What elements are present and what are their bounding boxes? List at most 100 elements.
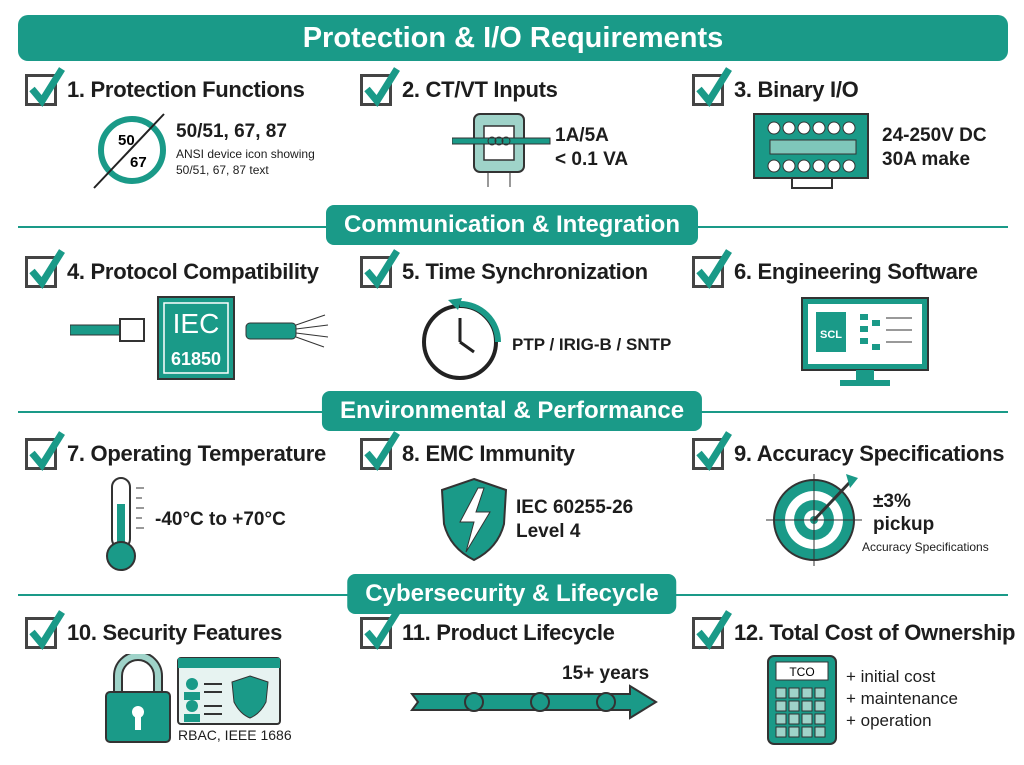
calculator-key — [788, 726, 800, 738]
item-heading: 2. CT/VT Inputs — [360, 67, 558, 107]
screen-label: SCL — [820, 329, 842, 341]
heading-label: 7. Operating Temperature — [67, 441, 326, 466]
section-environmental: Environmental & Performance — [321, 391, 703, 431]
screw-terminal — [797, 121, 811, 135]
padlock-icon — [105, 654, 281, 743]
badge-bottom: 67 — [130, 154, 147, 171]
cost-item: + operation — [846, 711, 932, 730]
sync-protocols: PTP / IRIG-B / SNTP — [512, 335, 672, 354]
screw-terminal — [767, 121, 781, 135]
emc-level: Level 4 — [516, 521, 581, 542]
checkbox-checked-icon — [360, 610, 400, 650]
item-heading: 9. Accuracy Specifications — [692, 431, 1005, 471]
heading-label: 3. Binary I/O — [734, 77, 859, 102]
screw-terminal — [827, 159, 841, 173]
current-transformer-icon — [452, 113, 551, 187]
calculator-key — [788, 713, 800, 725]
heading-label: 12. Total Cost of Ownership — [734, 620, 1016, 645]
binary-make: 30A make — [882, 149, 971, 170]
item-heading: 1. Protection Functions — [25, 67, 305, 107]
checkbox-checked-icon — [25, 67, 65, 107]
screw-terminal — [782, 121, 796, 135]
lightning-shield-icon — [440, 477, 508, 562]
iec-61850-icon: IEC 61850 — [70, 296, 329, 380]
protection-value: 50/51, 67, 87 — [176, 121, 287, 142]
page-title: Protection & I/O Requirements — [18, 15, 1008, 61]
note: 50/51, 67, 87 text — [176, 163, 269, 177]
heading-label: 10. Security Features — [67, 620, 283, 645]
screw-terminal — [812, 121, 826, 135]
checkbox-checked-icon — [692, 67, 732, 107]
ansi-device-icon: 50 67 — [93, 113, 166, 189]
emc-standard: IEC 60255-26 — [516, 497, 634, 518]
note: Accuracy Specifications — [862, 540, 989, 554]
thermometer-icon — [106, 477, 144, 571]
heading-label: 5. Time Synchronization — [402, 259, 648, 284]
ct-rating: 1A/5A — [555, 125, 609, 146]
checkbox-checked-icon — [360, 67, 400, 107]
item-heading: 12. Total Cost of Ownership — [692, 610, 1016, 650]
heading-label: 9. Accuracy Specifications — [734, 441, 1005, 466]
clock-sync-icon — [422, 298, 501, 380]
security-standards: RBAC, IEEE 1686 — [178, 727, 292, 743]
accuracy-value: ±3% — [873, 491, 911, 512]
target-icon — [766, 474, 862, 566]
calculator-key — [775, 700, 787, 712]
section-communication: Communication & Integration — [326, 205, 698, 245]
heading-label: 1. Protection Functions — [67, 77, 305, 102]
checkbox-checked-icon — [25, 610, 65, 650]
calculator-key — [801, 687, 813, 699]
monitor-scl-icon: SCL — [801, 297, 929, 386]
section-cybersecurity: Cybersecurity & Lifecycle — [347, 574, 677, 614]
calculator-key — [775, 726, 787, 738]
heading-label: 11. Product Lifecycle — [402, 620, 615, 645]
screw-terminal — [767, 159, 781, 173]
calculator-key — [814, 687, 826, 699]
item-heading: 10. Security Features — [25, 610, 283, 650]
item-heading: 11. Product Lifecycle — [360, 610, 615, 650]
checkbox-checked-icon — [25, 249, 65, 289]
calculator-key — [814, 700, 826, 712]
temperature-range: -40°C to +70°C — [155, 509, 286, 530]
screw-terminal — [797, 159, 811, 173]
item-heading: 4. Protocol Compatibility — [25, 249, 319, 289]
checkbox-checked-icon — [692, 249, 732, 289]
cost-item: + maintenance — [846, 689, 958, 708]
ct-burden: < 0.1 VA — [555, 149, 629, 170]
screw-terminal — [842, 159, 856, 173]
calculator-key — [788, 687, 800, 699]
calculator-key — [775, 687, 787, 699]
chip-bottom: 61850 — [171, 349, 221, 369]
calculator-key — [788, 700, 800, 712]
screw-terminal — [782, 159, 796, 173]
item-heading: 5. Time Synchronization — [360, 249, 648, 289]
checkbox-checked-icon — [692, 610, 732, 650]
chip-top: IEC — [173, 308, 220, 339]
checkbox-checked-icon — [360, 249, 400, 289]
terminal-block-icon — [753, 113, 869, 189]
calculator-key — [814, 713, 826, 725]
item-heading: 6. Engineering Software — [692, 249, 978, 289]
calculator-key — [814, 726, 826, 738]
calculator-icon: TCO — [767, 655, 837, 745]
timeline-arrow-icon — [410, 684, 658, 720]
lifecycle-years: 15+ years — [562, 663, 650, 684]
cost-item: + initial cost — [846, 667, 936, 686]
heading-label: 4. Protocol Compatibility — [67, 259, 319, 284]
calculator-key — [801, 700, 813, 712]
note: ANSI device icon showing — [176, 147, 315, 161]
binary-voltage: 24-250V DC — [882, 125, 987, 146]
item-heading: 7. Operating Temperature — [25, 431, 326, 471]
screw-terminal — [842, 121, 856, 135]
checkbox-checked-icon — [360, 431, 400, 471]
checkbox-checked-icon — [25, 431, 65, 471]
heading-label: 6. Engineering Software — [734, 259, 978, 284]
screw-terminal — [812, 159, 826, 173]
item-heading: 8. EMC Immunity — [360, 431, 575, 471]
screw-terminal — [827, 121, 841, 135]
heading-label: 8. EMC Immunity — [402, 441, 575, 466]
screen-label: TCO — [789, 665, 814, 679]
heading-label: 2. CT/VT Inputs — [402, 77, 558, 102]
calculator-key — [801, 726, 813, 738]
item-heading: 3. Binary I/O — [692, 67, 859, 107]
